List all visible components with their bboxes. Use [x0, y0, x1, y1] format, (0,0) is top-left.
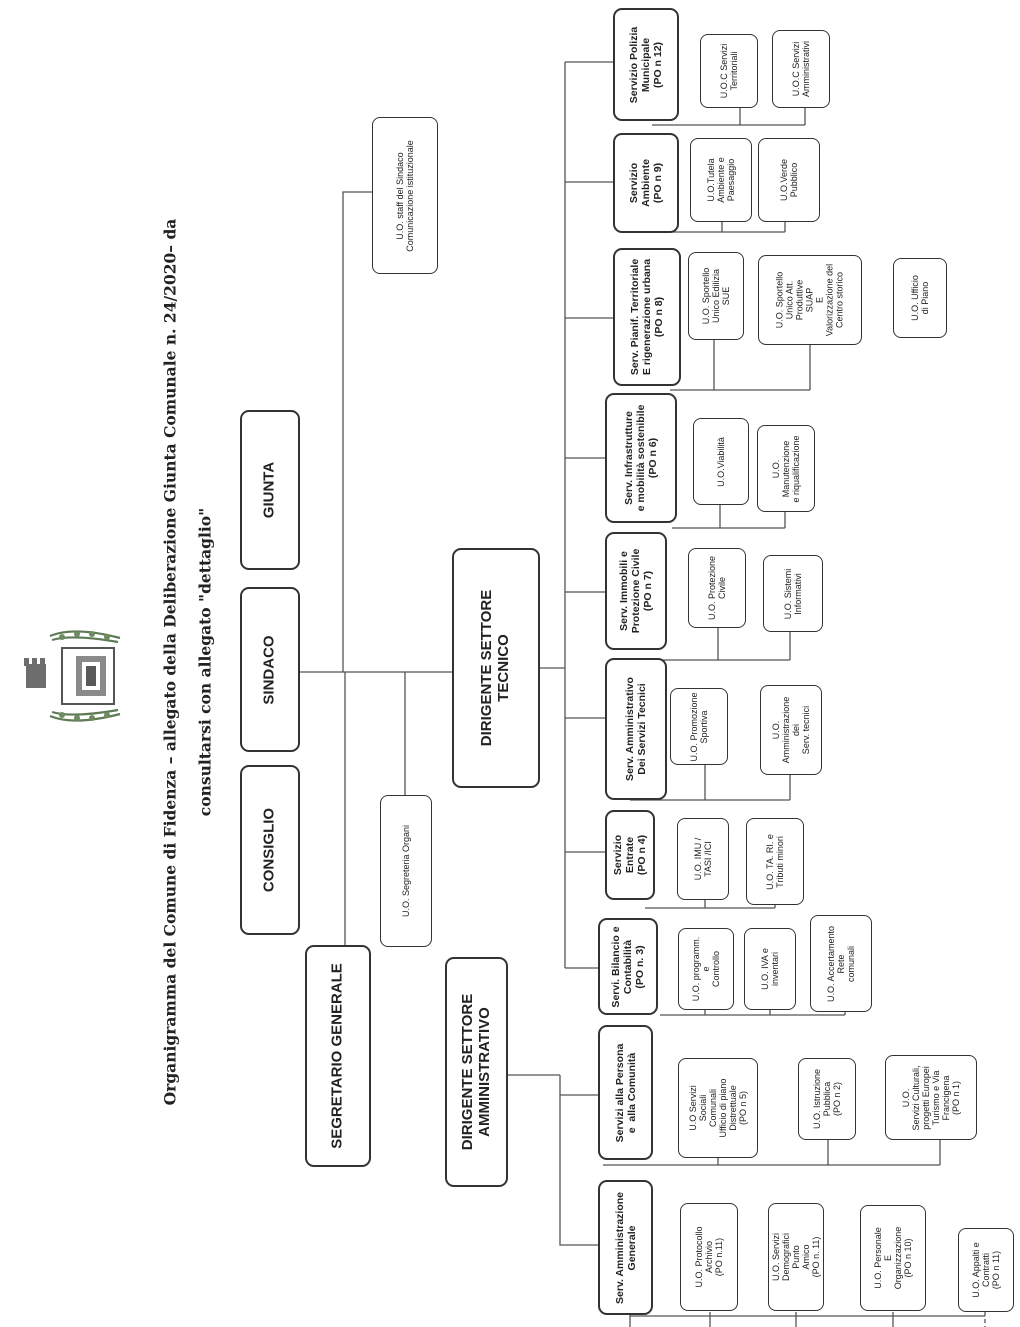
uo-accertamento-box: U.O. Accertamento Rete comunali	[810, 915, 872, 1012]
uo-imu-tasi-box: U.O. IMU / TASI /ICI	[677, 818, 729, 900]
serv-amministrativo-servizi-tecnici-box: Serv. Amministrativo Dei Servizi Tecnici	[605, 658, 667, 800]
serv-bilancio-contabilita-box: Servi. Bilancio e Contabilità (PO n. 3)	[598, 918, 658, 1015]
uo-viabilita-box: U.O.Viabilità	[693, 418, 749, 505]
comune-crest-icon	[24, 630, 121, 722]
uo-programmazione-controllo-box: U.O. programm. e Controllo	[678, 928, 734, 1010]
uo-suap-box: U.O. Sportello Unico Att. Produttive SUA…	[758, 255, 862, 345]
servizi-persona-comunita-box: Servizi alla Persona e alla Comunità	[598, 1025, 653, 1160]
servizio-entrate-box: Servizio Entrate (PO n 4)	[605, 810, 655, 900]
serv-amministrazione-generale-box: Serv. Amministrazione Generale	[598, 1180, 653, 1315]
uo-sportello-edilizia-box: U.O. Sportello Unico Edilizia SUE	[688, 252, 744, 340]
uo-appalti-contratti-box: U.O. Appalti e Contratti (PO n 11)	[958, 1228, 1014, 1312]
giunta-box: GIUNTA	[240, 410, 300, 570]
uo-promozione-sportiva-box: U.O. Promozione Sportiva	[670, 688, 728, 765]
dirigente-settore-amministrativo-box: DIRIGENTE SETTORE AMMINISTRATIVO	[445, 957, 508, 1187]
uo-segreteria-organi-box: U.O. Segreteria Organi	[380, 795, 432, 947]
serv-pianificazione-territoriale-box: Serv. Pianif. Territoriale E rigenerazio…	[613, 248, 681, 386]
uo-manutenzione-riqualificazione-box: U.O. Manutenzione e riqualificazione	[757, 425, 815, 512]
uo-protocollo-archivio-box: U.O. Protocollo Archivio (PO n.11)	[680, 1203, 738, 1311]
serv-immobili-protezione-civile-box: Serv. Immobili e Protezione Civile (PO n…	[605, 532, 667, 650]
serv-infrastrutture-mobilita-box: Serv. Infrastrutture e mobilità sostenib…	[605, 393, 677, 523]
uo-personale-organizzazione-box: U.O. Personale E Organizzazione (PO n 10…	[860, 1205, 926, 1311]
segretario-generale-box: SEGRETARIO GENERALE	[305, 945, 371, 1167]
uo-staff-sindaco-box: U.O. staff del Sindaco Comunicazione ist…	[372, 117, 438, 274]
uo-servizi-culturali-box: U.O. Servizi Culturali, progetti Europei…	[885, 1055, 977, 1140]
dirigente-settore-tecnico-box: DIRIGENTE SETTORE TECNICO	[452, 548, 540, 788]
uo-protezione-civile-box: U.O. Protezione Civile	[688, 548, 746, 628]
consiglio-box: CONSIGLIO	[240, 765, 300, 935]
uo-sistemi-informativi-box: U.O. Sistemi Informativi	[763, 555, 823, 632]
uo-tutela-ambiente-box: U.O.Tutela Ambiente e Paesaggio	[690, 138, 752, 222]
uoc-servizi-territoriali-box: U.O.C Servizi Territoriali	[700, 34, 758, 108]
uoc-servizi-amministrativi-box: U.O.C Servizi Amministrativi	[772, 30, 830, 108]
uo-amministrazione-serv-tecnici-box: U.O. Amministrazione dei Serv. tecnici	[760, 685, 822, 775]
uo-ufficio-di-piano-box: U.O. Ufficio di Piano	[893, 258, 947, 338]
uo-verde-pubblico-box: U.O.Verde Pubblico	[758, 138, 820, 222]
uo-servizi-demografici-box: U.O. Servizi Demografici Punto Amico (PO…	[768, 1203, 824, 1311]
uo-tari-box: U.O. TA. RI. e Tributi minori	[746, 818, 804, 905]
uo-istruzione-pubblica-box: U.O. Istruzione Pubblica (PO n 2)	[798, 1058, 856, 1140]
uo-servizi-sociali-box: U.O Servizi Sociali Comunali Ufficio di …	[678, 1058, 758, 1158]
chart-title-line2: consultarsi con allegato "dettaglio"	[195, 507, 215, 817]
servizio-ambiente-box: Servizio Ambiente (PO n 9)	[613, 133, 679, 233]
chart-title-line1: Organigramma del Comune di Fidenza – all…	[160, 218, 180, 1106]
sindaco-box: SINDACO	[240, 587, 300, 752]
uo-iva-inventari-box: U.O. IVA e inventari	[744, 928, 796, 1010]
servizio-polizia-municipale-box: Servizio Polizia Municipale (PO n 12)	[613, 8, 679, 121]
